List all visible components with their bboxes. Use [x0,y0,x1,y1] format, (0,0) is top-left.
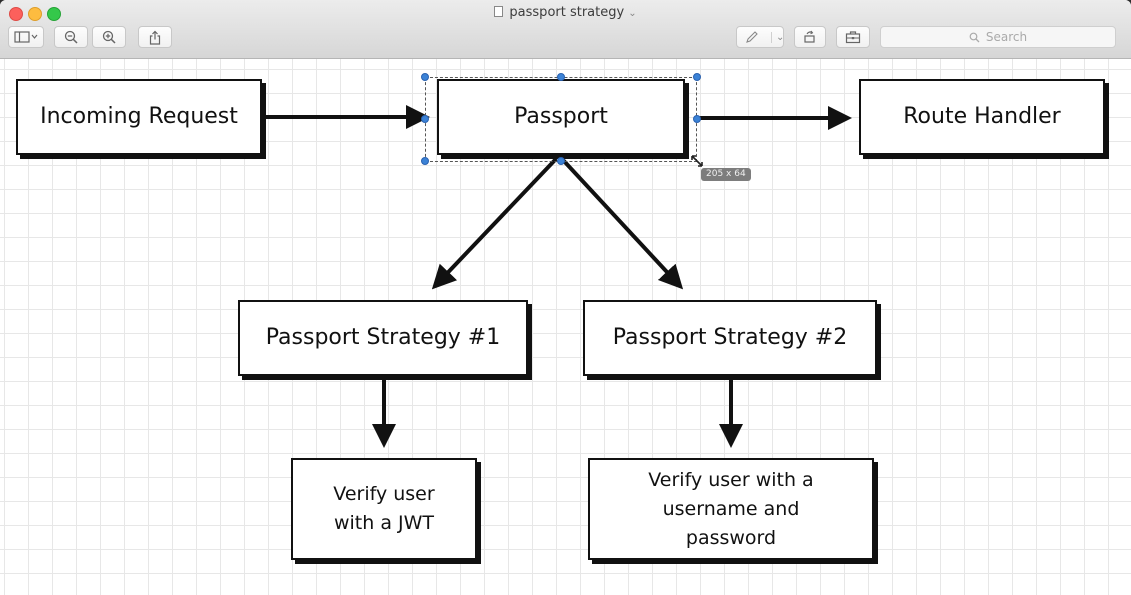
resize-cursor-icon [691,155,703,167]
search-field[interactable]: Search [880,26,1116,48]
share-button[interactable] [138,26,172,48]
verify-jwt-line-2: with a JWT [333,512,435,534]
toolbox-button[interactable] [836,26,870,48]
sidebar-toggle-button[interactable] [8,26,44,48]
resize-handle-top[interactable] [557,73,565,81]
window-title[interactable]: passport strategy⌄ [0,4,1131,23]
route-handler-box[interactable]: Route Handler [859,79,1105,155]
strategy-2-label: Passport Strategy #2 [612,325,848,350]
rotate-icon [804,30,815,43]
share-icon [149,30,161,45]
verify-jwt-box[interactable]: Verify user with a JWT [291,458,477,560]
rotate-button[interactable] [794,26,826,48]
toolbox-icon [845,31,861,44]
strategy-1-label: Passport Strategy #1 [265,325,501,350]
passport-label: Passport [514,104,608,129]
selection-outline [425,77,697,162]
zoom-out-button[interactable] [54,26,88,48]
title-bar: passport strategy⌄ [0,0,1131,59]
resize-handle-top-left[interactable] [421,73,429,81]
markup-button[interactable]: ⌄ [736,26,784,48]
chevron-down-icon: ⌄ [628,8,637,19]
search-icon [969,32,980,42]
verify-password-line-2: username and [662,497,800,520]
arrow-passport-to-strategy-2 [561,158,684,290]
strategy-2-box[interactable]: Passport Strategy #2 [583,300,877,376]
resize-handle-bottom[interactable] [557,157,565,165]
resize-handle-top-right[interactable] [693,73,701,81]
pen-icon [746,31,758,43]
window-title-text: passport strategy [509,5,625,20]
selection-size-badge: 205 x 64 [701,168,751,181]
resize-handle-left[interactable] [421,115,429,123]
incoming-request-label: Incoming Request [40,104,238,129]
route-handler-label: Route Handler [903,104,1061,129]
search-placeholder: Search [985,30,1028,44]
close-window-button[interactable] [9,7,23,21]
verify-password-line-3: password [685,526,777,549]
resize-handle-bottom-left[interactable] [421,157,429,165]
verify-password-box[interactable]: Verify user with a username and password [588,458,874,560]
verify-jwt-line-1: Verify user [333,483,435,505]
zoom-out-icon [64,30,78,44]
zoom-in-button[interactable] [92,26,126,48]
verify-password-line-1: Verify user with a [648,468,814,491]
strategy-1-box[interactable]: Passport Strategy #1 [238,300,528,376]
document-icon [494,6,504,17]
resize-handle-right[interactable] [693,115,701,123]
incoming-request-box[interactable]: Incoming Request [16,79,262,155]
sidebar-toggle-icon [14,31,38,43]
passport-box[interactable]: Passport [437,79,685,155]
zoom-window-button[interactable] [47,7,61,21]
minimize-window-button[interactable] [28,7,42,21]
chevron-down-icon: ⌄ [771,31,784,43]
zoom-in-icon [102,30,116,44]
arrow-passport-to-strategy-1 [431,158,557,290]
